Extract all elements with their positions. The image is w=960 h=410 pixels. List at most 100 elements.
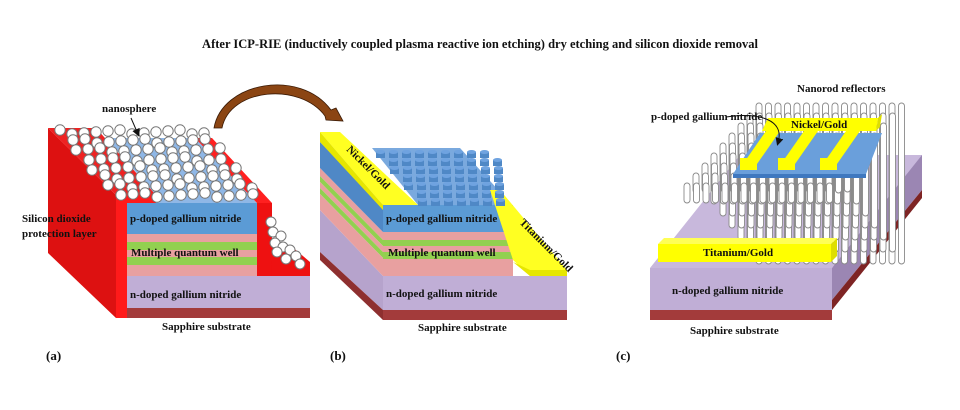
nanosphere xyxy=(143,154,155,166)
nanopillar-top xyxy=(428,158,437,162)
nanopillar-top xyxy=(390,166,399,170)
nanosphere xyxy=(114,124,126,136)
nanosphere xyxy=(210,180,222,192)
nanorod xyxy=(769,182,776,204)
nanopillar xyxy=(442,168,451,174)
nanopillar xyxy=(480,160,489,166)
nanosphere xyxy=(162,125,174,137)
nanopillar xyxy=(496,200,505,206)
nanopillar xyxy=(444,200,453,206)
nanopillar xyxy=(417,192,426,198)
c-nickel-gold-finger-3-tip xyxy=(820,158,837,170)
b-sapphire-front xyxy=(383,310,567,320)
nanopillar-top xyxy=(467,150,476,154)
nanopillar-top xyxy=(455,166,464,170)
b-mqw-label: Multiple quantum well xyxy=(388,247,496,259)
c-titanium-gold-label: Titanium/Gold xyxy=(703,247,773,259)
nanopillar xyxy=(494,168,503,174)
b-side-mqw-3 xyxy=(320,182,383,252)
nanosphere xyxy=(86,164,98,176)
a-n-gan-label: n-doped gallium nitride xyxy=(130,289,241,301)
nanopillar xyxy=(481,176,490,182)
nanopillar xyxy=(456,184,465,190)
nanosphere xyxy=(271,246,283,258)
b-n-gan-label: n-doped gallium nitride xyxy=(386,288,497,300)
nanosphere xyxy=(99,169,111,181)
nanosphere xyxy=(234,178,246,190)
nanopillar xyxy=(454,152,463,158)
c-nickel-gold-finger-2 xyxy=(781,131,818,164)
c-nickel-gold-bar-side xyxy=(876,114,882,131)
nanosphere xyxy=(175,189,187,201)
nanosphere xyxy=(142,143,154,155)
nanorod xyxy=(807,182,814,204)
nanosphere xyxy=(139,187,151,199)
nanopillar-top xyxy=(468,174,477,178)
nanosphere xyxy=(150,180,162,192)
nanorod xyxy=(759,182,767,204)
b-nanopillar-group xyxy=(376,150,505,206)
b-caption: (b) xyxy=(330,348,346,363)
a-sio2-label-line1: Silicon dioxide xyxy=(22,213,91,225)
c-p-gan-pointer xyxy=(725,115,784,146)
c-caption: (c) xyxy=(616,348,630,363)
nanopillar xyxy=(470,200,479,206)
nanopillar-top xyxy=(442,174,451,178)
b-titanium-gold-top xyxy=(490,190,567,276)
nanopillar-top xyxy=(480,150,489,154)
nanopillar-top xyxy=(456,190,465,194)
nanopillar xyxy=(454,160,463,166)
nanopillar-top xyxy=(470,198,479,202)
nanosphere xyxy=(187,188,199,200)
nanosphere xyxy=(183,172,195,184)
nanosphere xyxy=(163,190,175,202)
nanosphere xyxy=(90,126,102,138)
nanopillar-top xyxy=(402,158,411,162)
nanosphere xyxy=(139,133,151,145)
nanopillar-top xyxy=(376,150,385,154)
nanopillar xyxy=(390,168,399,174)
nanopillar xyxy=(495,184,504,190)
nanosphere xyxy=(95,153,107,165)
c-n-gan-front xyxy=(650,268,832,310)
c-p-gan-platform-edge xyxy=(733,174,866,178)
a-nanosphere-pointer xyxy=(130,117,140,137)
nanopillar xyxy=(402,160,411,166)
a-mqw-pink-1 xyxy=(127,234,257,242)
nanopillar-top xyxy=(443,182,452,186)
nanosphere xyxy=(195,171,207,183)
nanopillar-top xyxy=(493,158,502,162)
c-titanium-gold-top xyxy=(658,244,831,262)
nanopillar-top xyxy=(417,190,426,194)
nanosphere xyxy=(207,170,219,182)
nanopillar xyxy=(441,152,450,158)
nanosphere xyxy=(190,144,202,156)
nanopillar-top xyxy=(404,182,413,186)
nanorod xyxy=(889,112,896,253)
nanopillar-top xyxy=(483,198,492,202)
nanosphere xyxy=(54,124,66,136)
a-substrate-label: Sapphire substrate xyxy=(162,321,251,333)
nanopillar-top xyxy=(428,150,437,154)
nanorod xyxy=(880,122,887,241)
c-substrate-label: Sapphire substrate xyxy=(690,325,779,337)
c-nickel-gold-label: Nickel/Gold xyxy=(791,119,847,131)
nanopillar-top xyxy=(430,190,439,194)
b-nickel-gold-side xyxy=(320,132,383,210)
nanopillar-top xyxy=(402,150,411,154)
panel-c-front xyxy=(650,114,882,320)
panel-c-labels: Nanorod reflectors p-doped gallium nitri… xyxy=(616,83,886,363)
nanopillar xyxy=(389,160,398,166)
nanopillar xyxy=(468,176,477,182)
nanopillar xyxy=(442,176,451,182)
b-side-mqw-4 xyxy=(320,188,383,258)
nanopillar-top xyxy=(469,190,478,194)
nanopillar xyxy=(481,168,490,174)
nanosphere xyxy=(123,172,135,184)
nanosphere xyxy=(134,160,146,172)
nanosphere xyxy=(214,142,226,154)
nanopillar xyxy=(416,176,425,182)
nanosphere xyxy=(167,152,179,164)
panel-a-labels: nanosphere Silicon dioxide protection la… xyxy=(22,103,251,363)
